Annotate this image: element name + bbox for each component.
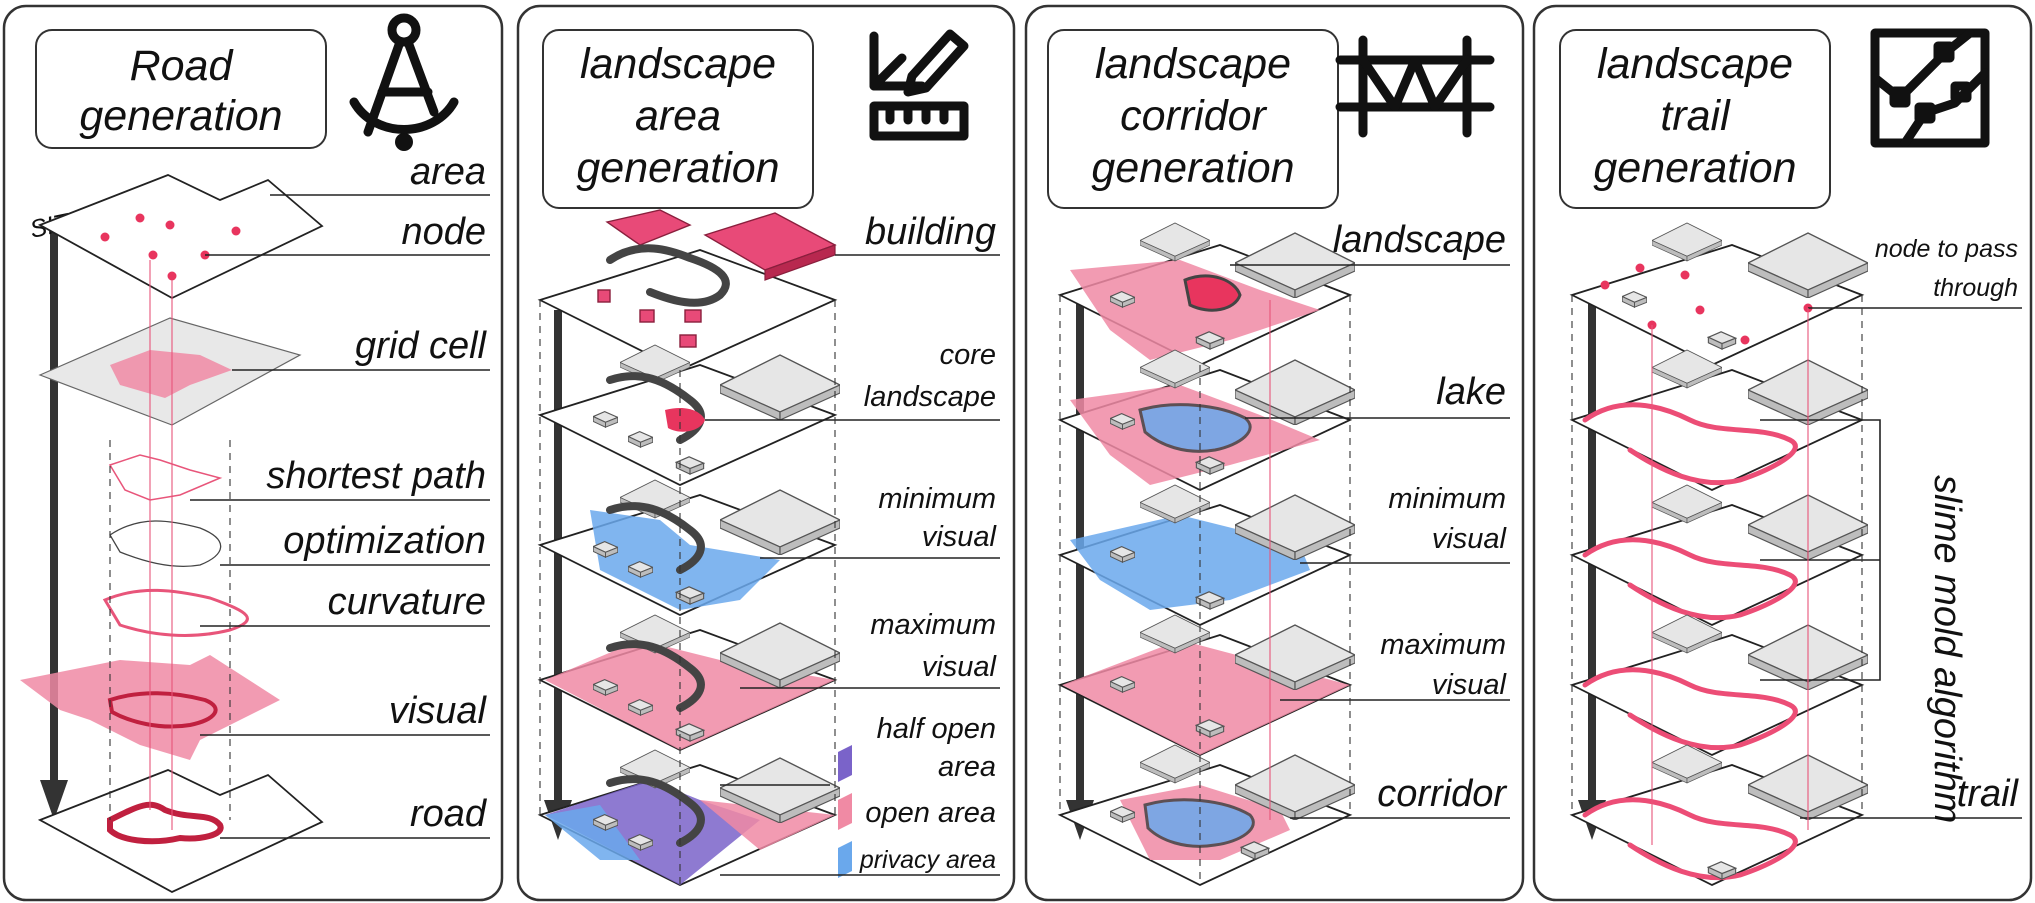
layer-building <box>537 209 838 371</box>
label-maximum: maximum <box>1380 629 1506 661</box>
panel-landscape-area-generation: landscape area generation <box>516 4 1016 902</box>
compass-icon <box>349 13 459 151</box>
panel-road-generation: Road generation SITE area node <box>2 4 504 902</box>
layer-trail <box>1569 744 1868 886</box>
legend: half open area open area privacy area <box>838 713 996 878</box>
label-shortest-path: shortest path <box>266 455 486 497</box>
title-box <box>1559 29 1831 209</box>
grid-cell-plate <box>38 317 302 426</box>
label-landscape: landscape <box>1333 219 1506 261</box>
label-trail: trail <box>1957 773 2020 815</box>
label-visual-2: visual <box>922 651 998 683</box>
panel-title-line1: landscape <box>1095 40 1291 88</box>
label-minimum: minimum <box>1388 483 1506 515</box>
label-visual: visual <box>1432 523 1508 555</box>
label-visual: visual <box>922 521 998 553</box>
title-box <box>542 29 814 209</box>
label-visual-2: visual <box>1432 669 1508 701</box>
label-road: road <box>410 793 488 835</box>
label-slime-mold-algorithm: slime mold algorithm <box>1926 475 1968 823</box>
layer-minimum-visual <box>537 479 840 616</box>
panel-title-line1: Road <box>130 42 235 90</box>
panel-title-line1: landscape <box>580 40 776 88</box>
panel-title-line2: generation <box>79 92 282 140</box>
legend-half-open-line2: area <box>938 751 996 783</box>
label-minimum: minimum <box>878 483 996 515</box>
title-box <box>1047 29 1339 209</box>
legend-privacy-area: privacy area <box>859 846 996 874</box>
fence-icon <box>1335 35 1495 138</box>
label-optimization: optimization <box>283 520 486 562</box>
node-points <box>100 213 241 281</box>
panel-landscape-trail-generation: landscape trail generation node t <box>1532 4 2033 902</box>
road-plate <box>37 769 324 894</box>
layer-core-landscape <box>537 344 840 486</box>
panel-title-line3: generation <box>1091 144 1294 192</box>
label-grid-cell: grid cell <box>355 325 487 367</box>
label-visual: visual <box>389 690 488 732</box>
label-node-to-pass: node to pass <box>1875 235 2018 263</box>
legend-swatch-pink <box>838 793 852 830</box>
layer-area-types <box>537 749 840 886</box>
layer-corridor <box>1057 744 1355 886</box>
road-path <box>107 801 224 845</box>
label-core: core <box>940 339 996 371</box>
circuit-map-icon <box>1870 28 1990 148</box>
label-landscape: landscape <box>864 381 996 413</box>
label-corridor: corridor <box>1377 773 1507 815</box>
panel-landscape-corridor-generation: landscape corridor generation landscape <box>1024 4 1525 902</box>
legend-half-open-line1: half open <box>877 713 996 745</box>
panel-title-line2: trail <box>1660 92 1731 140</box>
legend-swatch-purple <box>838 745 852 782</box>
panel-title-line1: landscape <box>1597 40 1793 88</box>
label-area: area <box>410 151 486 193</box>
layer-lake <box>1057 349 1355 491</box>
legend-open-area: open area <box>865 797 996 829</box>
panel-title-line2: area <box>635 92 721 140</box>
title-box <box>35 29 327 149</box>
legend-swatch-blue <box>838 841 852 878</box>
label-through: through <box>1933 274 2018 302</box>
layer-landscape <box>1057 222 1355 366</box>
layer-maximum-visual <box>537 614 840 751</box>
label-building: building <box>865 211 996 253</box>
label-curvature: curvature <box>328 581 486 623</box>
panel-title-line3: generation <box>1593 144 1796 192</box>
arrow-head <box>40 780 68 820</box>
label-maximum: maximum <box>870 609 996 641</box>
label-lake: lake <box>1436 371 1506 413</box>
panel-title-line3: generation <box>576 144 779 192</box>
panel-title-line2: corridor <box>1120 92 1267 140</box>
ruler-pencil-icon <box>869 29 969 141</box>
label-node: node <box>401 211 486 253</box>
